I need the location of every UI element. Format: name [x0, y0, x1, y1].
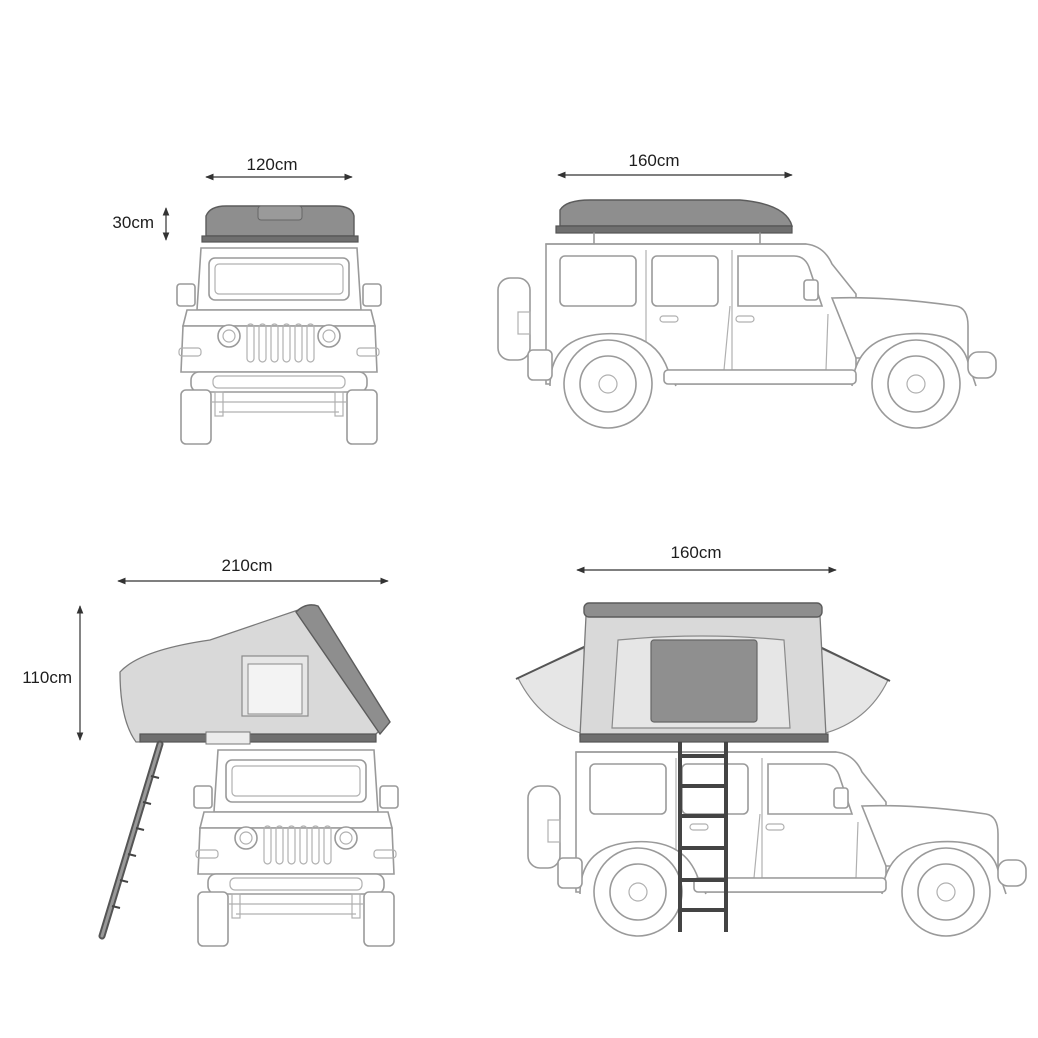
tent-base-side: [555, 225, 793, 234]
awning-right: [819, 647, 889, 735]
side-closed-length-label: 160cm: [628, 151, 679, 170]
tent-door: [650, 639, 758, 723]
vehicle-side: [497, 243, 997, 429]
front-view-open: 210cm 110cm: [22, 556, 399, 947]
front-open-height-label: 110cm: [22, 668, 72, 687]
telescopic-ladder: [98, 740, 164, 940]
side-open-length-label: 160cm: [670, 543, 721, 562]
vehicle-front: [176, 247, 382, 445]
vehicle-front-open: [193, 749, 399, 947]
front-closed-height-label: 30cm: [112, 213, 154, 232]
side-view-closed: 160cm: [497, 151, 997, 429]
ladder: [678, 742, 728, 932]
tent-shell-closed-side: [559, 199, 793, 227]
side-view-open: 160cm: [515, 543, 1027, 937]
tent-shell-closed: [205, 205, 355, 237]
tent-base: [201, 235, 359, 243]
tent-roof-open: [583, 602, 823, 618]
front-open-width-label: 210cm: [221, 556, 272, 575]
awning-left: [517, 647, 585, 735]
front-view-closed: 120cm 30cm: [112, 155, 382, 445]
tent-lid-open: [295, 604, 391, 736]
front-closed-width-label: 120cm: [246, 155, 297, 174]
vehicle-side-open: [527, 751, 1027, 937]
